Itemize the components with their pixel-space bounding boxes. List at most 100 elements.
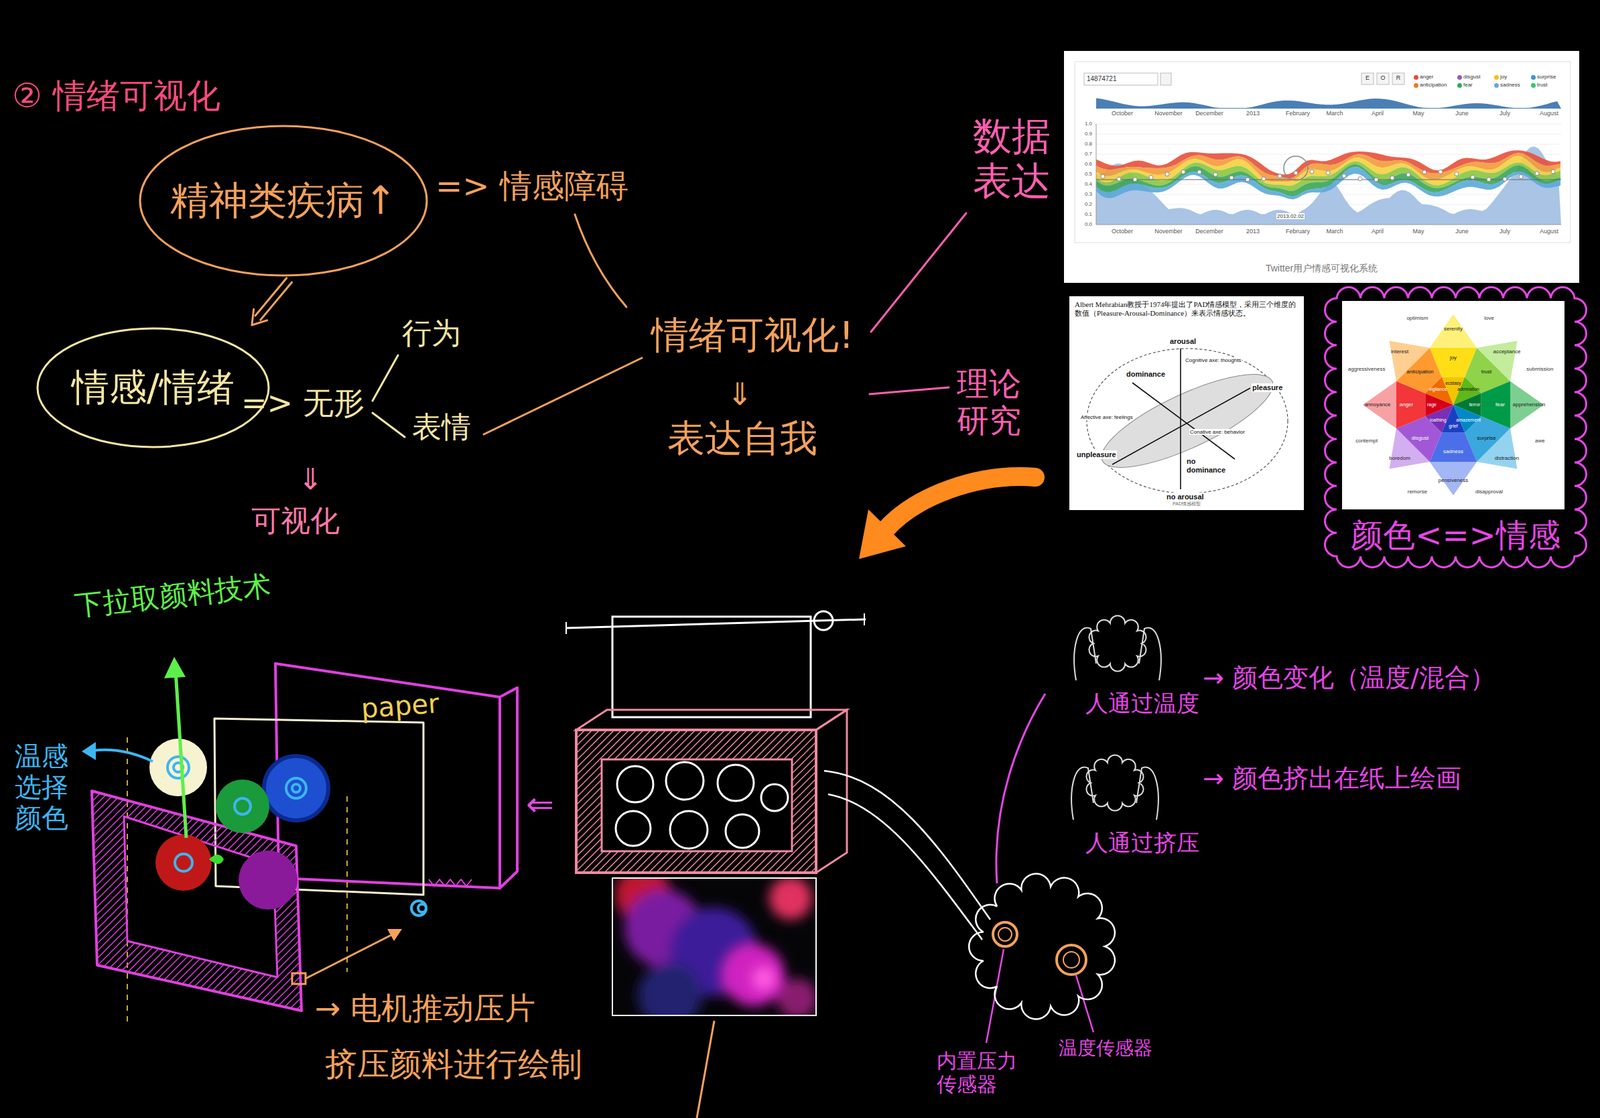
legend-text: anger [1419, 73, 1434, 80]
note-label: ⇓ [726, 376, 754, 413]
hatch-line [749, 726, 898, 875]
note-label: annoyance [1364, 401, 1391, 408]
note-label: March [1325, 227, 1343, 235]
note-label: October [1111, 109, 1133, 117]
roller-end [814, 611, 833, 630]
note-label: arousal [1169, 337, 1197, 346]
hatch-line [801, 726, 949, 875]
pigment [149, 738, 208, 796]
roller [863, 613, 865, 626]
note-label: May [1412, 109, 1424, 117]
grid-line [1096, 144, 1562, 145]
sensor-ring [1056, 944, 1087, 975]
hatching [425, 726, 964, 875]
spiral [411, 900, 427, 916]
diagram-title: ② 情绪可视化 [12, 77, 221, 116]
hand-icon [1086, 755, 1144, 811]
search-button [1160, 73, 1172, 86]
hand-icon [1071, 767, 1094, 820]
note-label: April [1371, 109, 1384, 117]
data-dot [1213, 172, 1218, 177]
search-box [1084, 73, 1158, 86]
note-label: 1.0 [1084, 120, 1093, 127]
leader-line [574, 214, 627, 307]
cloud-outline [1325, 287, 1587, 568]
hatch-line [305, 783, 537, 1016]
roller [565, 621, 567, 634]
note-label: surprise [1476, 434, 1496, 441]
axis-line [1096, 123, 1097, 225]
legend-text: sadness [1500, 81, 1521, 88]
emotion-band [1096, 166, 1561, 200]
note-label: E [1365, 74, 1370, 82]
axis-line [1096, 224, 1562, 226]
hatch-line [239, 783, 471, 1016]
big-arrow-head [858, 509, 906, 559]
legend-text: trust [1537, 81, 1548, 88]
sensor-ring [998, 927, 1012, 941]
note-label: => 情感障碍 [435, 167, 629, 205]
leader-line [372, 412, 405, 437]
panel-background [1342, 300, 1565, 510]
painting-frame [612, 877, 817, 1016]
pigment-device [91, 663, 518, 1026]
arrow-head [387, 928, 403, 941]
note-label: 下拉取颜料技术 [73, 568, 273, 622]
legend-text: anticipation [1419, 81, 1447, 88]
node-text: 精神类疾病↑ [170, 178, 398, 224]
spiral [286, 777, 307, 798]
wheel-petal [1389, 341, 1430, 382]
note-label: sadness [1443, 448, 1464, 455]
toggle-button [1376, 73, 1389, 85]
legend-swatch [1530, 75, 1536, 80]
hand-icon [1074, 627, 1097, 681]
note-label: 0.6 [1084, 160, 1093, 167]
zigzag [428, 879, 472, 886]
note-label: 温感选择颜色 [14, 740, 72, 833]
legend-swatch [1413, 83, 1419, 88]
note-label: trust [1481, 368, 1493, 375]
note-label: no arousal [1165, 492, 1205, 502]
data-dot [1325, 170, 1330, 175]
note-label: 数据表达 [972, 113, 1055, 204]
pad-axis [1132, 382, 1235, 459]
wheel-petal [1429, 461, 1477, 496]
toggle-button [1392, 73, 1405, 85]
note-label: disgust [1411, 434, 1429, 441]
note-label: August [1539, 109, 1559, 117]
ellipse-outline [140, 125, 427, 276]
note-label: April [1371, 227, 1384, 235]
arrow-shaft [255, 278, 287, 316]
mini-area [1096, 98, 1562, 110]
hatch-line [757, 726, 905, 875]
node-text: 情感/情绪 [71, 365, 235, 409]
pod [665, 761, 704, 800]
hand-icon [1136, 767, 1159, 820]
note-label: 理论研究 [956, 365, 1025, 439]
note-label: 表情 [412, 410, 472, 445]
wheel-petal [1362, 381, 1397, 429]
paint-blob [751, 966, 776, 991]
pigment-box: paper [275, 663, 517, 888]
pad-plane [1090, 357, 1284, 486]
data-dot [1406, 172, 1411, 177]
note-label: R [1396, 74, 1402, 82]
dashed-guide [126, 737, 128, 1026]
node-text: paper [360, 687, 441, 724]
hatch-line [290, 783, 522, 1016]
data-dot [1358, 176, 1363, 181]
note-label: no dominance [1185, 456, 1231, 474]
legend-swatch [1457, 75, 1462, 80]
note-label: 0.0 [1084, 221, 1093, 228]
concept-ellipse: 精神类疾病↑ [138, 123, 429, 278]
data-dot [1470, 174, 1475, 179]
data-dot [1261, 176, 1266, 181]
leader-line [483, 357, 642, 435]
note-label: ⇓ [298, 462, 323, 497]
note-label: 可视化 [251, 503, 340, 539]
note-label: dominance [1125, 369, 1166, 379]
legend-text: fear [1463, 81, 1473, 88]
note-label: 0.4 [1084, 180, 1093, 187]
paint-blob [722, 944, 785, 1006]
note-label: 人通过挤压 [1085, 829, 1200, 856]
